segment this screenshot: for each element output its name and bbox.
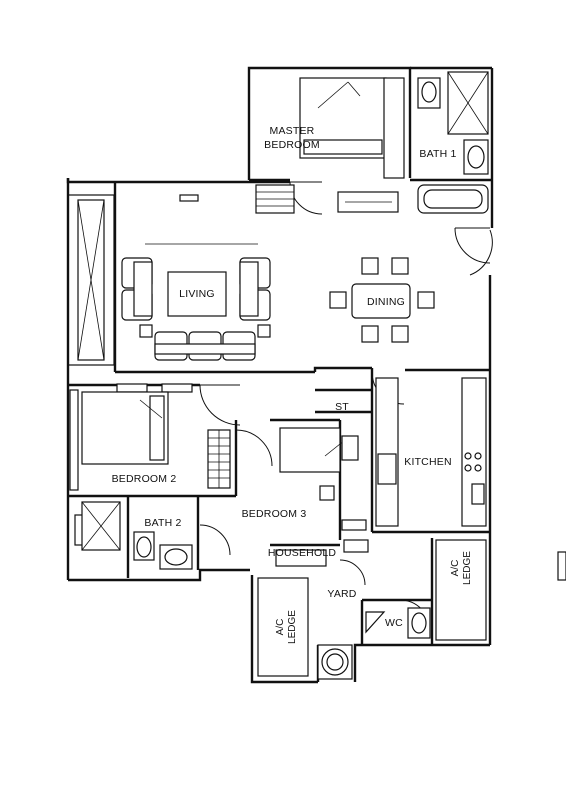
kitchen-counters: [375, 377, 487, 527]
label-dining: DINING: [367, 296, 405, 308]
living-furniture: [121, 243, 271, 361]
label-bath1: BATH 1: [419, 148, 456, 160]
label-bedroom2: BEDROOM 2: [112, 473, 177, 485]
service-area: [257, 539, 487, 680]
label-ac-ledge-right-1: A/C: [450, 560, 461, 577]
label-bath2: BATH 2: [144, 517, 181, 529]
label-bedroom3: BEDROOM 3: [242, 508, 307, 520]
label-ac-ledge-left-1: A/C: [275, 619, 286, 636]
master-bed: [299, 77, 405, 213]
label-living: LIVING: [179, 288, 215, 300]
label-household: HOUSEHOLD: [268, 547, 337, 559]
bath1-fixtures: [255, 71, 489, 214]
label-ac-ledge-left-2: LEDGE: [287, 610, 298, 644]
label-yard: YARD: [327, 588, 356, 600]
label-wc: WC: [385, 617, 403, 629]
label-st: ST: [335, 401, 349, 413]
bedroom2-furniture: [81, 391, 231, 489]
bedroom3-furniture: [279, 427, 367, 531]
balcony-screen: [67, 194, 115, 491]
label-master-bedroom-2: BEDROOM: [264, 139, 320, 151]
room-labels: MASTER BEDROOM BATH 1 LIVING DINING ST K…: [112, 125, 473, 644]
bath2-fixtures: [81, 501, 193, 570]
label-ac-ledge-right-2: LEDGE: [462, 551, 473, 585]
dining-set: [329, 257, 435, 343]
label-kitchen: KITCHEN: [404, 456, 452, 468]
exterior-walls: [66, 66, 494, 684]
label-master-bedroom-1: MASTER: [270, 125, 315, 137]
